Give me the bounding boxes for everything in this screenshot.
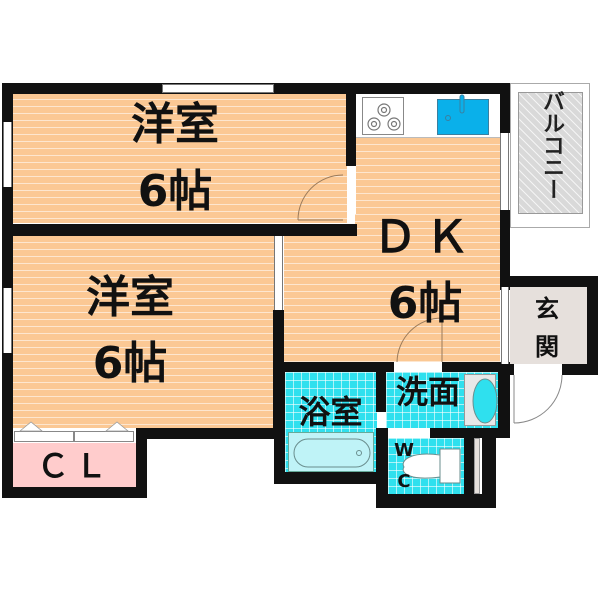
wall <box>346 83 356 166</box>
bathtub-icon <box>288 432 374 472</box>
toilet-label-w: W <box>394 440 414 461</box>
wall <box>500 83 510 133</box>
wall <box>587 276 598 375</box>
wall <box>430 428 510 438</box>
sink-icon <box>437 94 489 135</box>
wall <box>136 428 285 439</box>
wall <box>500 210 510 290</box>
window-room1-top <box>162 84 274 93</box>
wall <box>136 428 147 498</box>
closet-label: ＣＬ <box>36 447 113 485</box>
balcony-label: バルコニー <box>539 90 564 200</box>
entrance-side-panel <box>501 287 509 364</box>
wall <box>273 362 510 372</box>
western-room-1-floor <box>12 93 347 223</box>
wall <box>510 276 598 287</box>
door-bath-washroom[interactable] <box>377 412 386 428</box>
dk-floor-lower <box>284 236 500 363</box>
window-room2-left <box>3 288 12 353</box>
room2-size-label: 6帖 <box>92 338 168 389</box>
room2-name-label: 洋室 <box>86 272 174 323</box>
wall <box>376 362 386 412</box>
wall <box>2 487 147 498</box>
wall <box>498 362 510 438</box>
entrance-label-2: 関 <box>535 333 559 361</box>
toilet-side-strip <box>474 438 480 494</box>
washroom-label: 洗面 <box>395 373 460 411</box>
window-room2-right <box>274 236 283 310</box>
balcony <box>518 92 583 214</box>
room1-size-label: 6帖 <box>137 166 213 217</box>
western-room-2-floor <box>12 236 274 428</box>
door-room1-dk[interactable] <box>347 166 356 214</box>
wall <box>500 364 514 375</box>
wall <box>562 364 598 375</box>
closet-floor <box>13 443 137 487</box>
door-entrance[interactable] <box>514 364 562 375</box>
door-dk-washroom[interactable] <box>394 362 442 372</box>
closet-door-right[interactable] <box>74 431 134 442</box>
dk-size-label: 6帖 <box>387 278 463 329</box>
toilet-icon <box>400 447 462 485</box>
window-room1-left <box>3 122 12 187</box>
entrance-floor <box>510 287 587 364</box>
closet-door-left[interactable] <box>14 431 74 442</box>
washbasin-icon <box>464 374 498 426</box>
wall <box>274 472 388 484</box>
wall <box>274 362 285 484</box>
dk-name-label: ＤＫ <box>373 212 477 263</box>
wall <box>482 438 496 508</box>
wall <box>2 224 357 236</box>
bathroom-label: 浴室 <box>298 393 363 431</box>
stove-icon <box>362 97 404 135</box>
room1-name-label: 洋室 <box>131 99 219 150</box>
window-dk-balcony <box>500 133 509 210</box>
wall <box>347 83 510 94</box>
wall <box>464 438 474 508</box>
wall <box>376 428 388 508</box>
door-washroom-wc[interactable] <box>388 428 430 438</box>
toilet-label-c: C <box>397 471 411 492</box>
entrance-label-1: 玄 <box>535 295 559 323</box>
